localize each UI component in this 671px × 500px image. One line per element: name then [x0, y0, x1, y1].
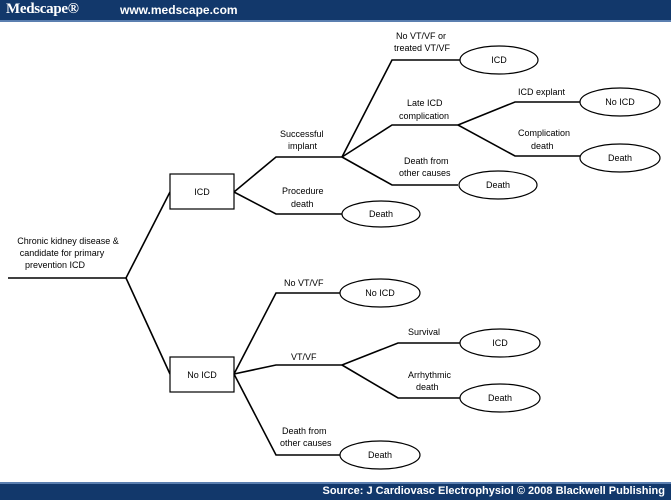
edge-noicd-vtvf: [233, 364, 342, 375]
site-url[interactable]: www.medscape.com: [120, 3, 238, 17]
node-no-icd-label: No ICD: [187, 370, 217, 380]
label-procedure-death-2: death: [291, 199, 314, 209]
label-successful-implant-2: implant: [288, 141, 318, 151]
root-label-line-1: Chronic kidney disease &: [17, 236, 119, 246]
label-successful-implant-1: Successful: [280, 129, 324, 139]
medscape-logo[interactable]: Medscape®: [6, 1, 79, 17]
edge-vtvf-arrhythmic: [341, 364, 460, 399]
label-late-icd-1: Late ICD: [407, 98, 443, 108]
edge-icd-procedure: [233, 191, 342, 215]
label-arrhythmic-death-2: death: [416, 382, 439, 392]
label-complication-death-2: death: [531, 141, 554, 151]
label-death-other-2a: Death from: [282, 426, 327, 436]
label-no-vtvf-treated-1: No VT/VF or: [396, 31, 446, 41]
root-label-line-2: candidate for primary: [20, 248, 105, 258]
outcome-death-other-2-label: Death: [368, 450, 392, 460]
outcome-no-icd-explant: [579, 87, 661, 117]
footer-bar: Source: J Cardiovasc Electrophysiol © 20…: [0, 482, 671, 500]
outcome-death-other-1: [458, 170, 538, 200]
outcome-death-arrhythmic-label: Death: [488, 393, 512, 403]
node-icd-label: ICD: [194, 187, 210, 197]
root-label-line-3: prevention ICD: [25, 260, 86, 270]
source-citation: Source: J Cardiovasc Electrophysiol © 20…: [322, 485, 665, 497]
outcome-no-icd-novtvf: [339, 278, 421, 308]
outcome-icd-survival: [459, 328, 541, 358]
label-death-other-1b: other causes: [399, 168, 451, 178]
edge-root-noicd: [125, 277, 171, 375]
header-bar: Medscape® www.medscape.com: [0, 0, 671, 22]
outcome-death-procedure-label: Death: [369, 209, 393, 219]
label-death-other-1a: Death from: [404, 156, 449, 166]
outcome-death-complication: [579, 143, 661, 173]
label-no-vtvf: No VT/VF: [284, 278, 324, 288]
outcome-death-procedure: [341, 200, 421, 228]
label-no-vtvf-treated-2: treated VT/VF: [394, 43, 451, 53]
edge-root-icd: [125, 191, 171, 279]
outcome-death-arrhythmic: [459, 383, 541, 413]
outcome-death-other-1-label: Death: [486, 180, 510, 190]
label-arrhythmic-death-1: Arrhythmic: [408, 370, 452, 380]
outcome-no-icd-explant-label: No ICD: [605, 97, 635, 107]
label-late-icd-2: complication: [399, 111, 449, 121]
outcome-icd-1: [459, 45, 539, 75]
outcome-death-other-2: [339, 440, 421, 470]
edge-successful-novtvf: [341, 59, 460, 158]
edge-successful-late: [341, 124, 458, 158]
node-no-icd: [169, 356, 235, 393]
edge-vtvf-survival: [341, 342, 460, 366]
decision-tree-diagram: Chronic kidney disease & candidate for p…: [8, 31, 661, 470]
edge-noicd-novtvf: [233, 292, 340, 375]
edge-late-compdeath: [457, 124, 580, 157]
label-vtvf: VT/VF: [291, 352, 317, 362]
outcome-no-icd-novtvf-label: No ICD: [365, 288, 395, 298]
outcome-icd-1-label: ICD: [491, 55, 507, 65]
label-icd-explant: ICD explant: [518, 87, 566, 97]
outcome-icd-survival-label: ICD: [492, 338, 508, 348]
outcome-death-complication-label: Death: [608, 153, 632, 163]
edge-noicd-death: [233, 373, 340, 456]
label-procedure-death-1: Procedure: [282, 186, 324, 196]
edge-icd-successful: [233, 156, 342, 193]
label-survival: Survival: [408, 327, 440, 337]
edge-late-explant: [457, 101, 580, 126]
label-death-other-2b: other causes: [280, 438, 332, 448]
label-complication-death-1: Complication: [518, 128, 570, 138]
edge-successful-death: [341, 156, 458, 186]
